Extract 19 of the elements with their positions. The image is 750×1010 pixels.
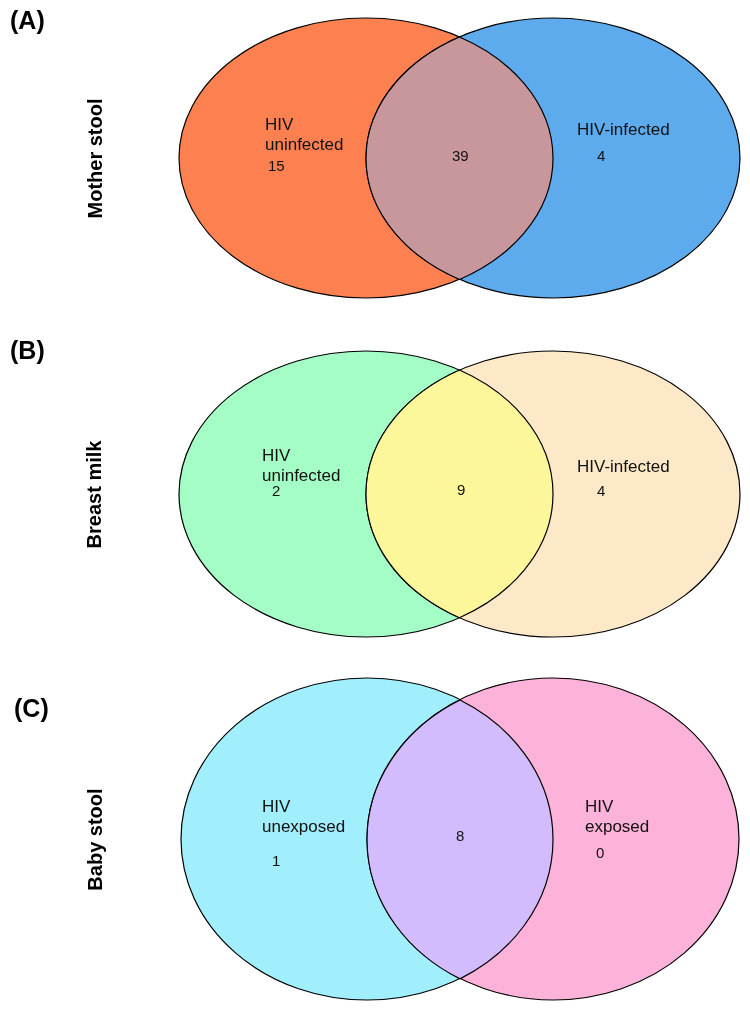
row-label: Mother stool — [83, 98, 107, 218]
count-label: 15 — [268, 157, 286, 175]
set-label: HIV exposed — [585, 797, 651, 838]
row-label: Baby stool — [83, 787, 107, 891]
set-label: HIV-infected — [577, 457, 671, 478]
count-label: 4 — [597, 482, 607, 500]
row-label: Breast milk — [83, 440, 107, 548]
set-label: HIV-infected — [577, 120, 671, 141]
count-label: 8 — [456, 827, 466, 845]
count-label: 0 — [596, 844, 606, 862]
set-label: HIV uninfected — [265, 115, 345, 156]
panel-letter: (B) — [10, 336, 45, 365]
count-label: 39 — [452, 147, 470, 165]
panel-letter: (A) — [10, 6, 45, 35]
count-label: 1 — [272, 852, 282, 870]
set-label: HIV unexposed — [262, 797, 347, 838]
count-label: 4 — [597, 147, 607, 165]
count-label: 9 — [457, 481, 467, 499]
panel-letter: (C) — [14, 694, 49, 723]
